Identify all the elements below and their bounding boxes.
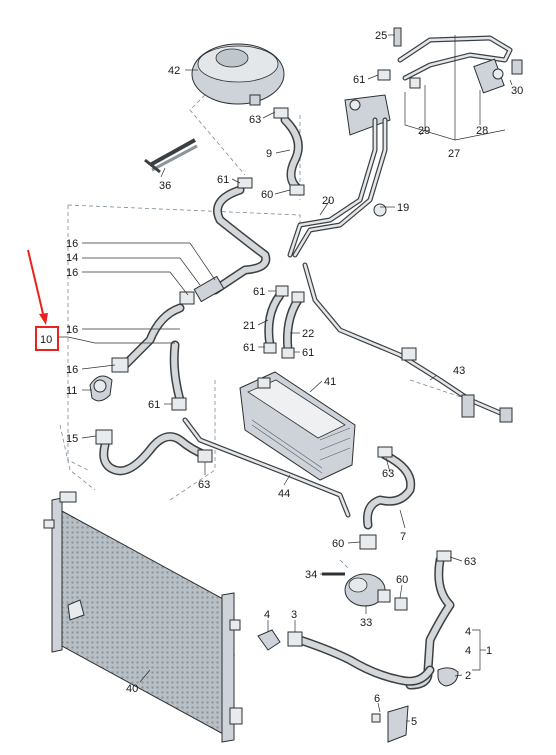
highlight-box bbox=[35, 326, 59, 351]
heat-exchanger-41 bbox=[239, 371, 356, 481]
label-44: 44 bbox=[278, 488, 290, 500]
label-43: 43 bbox=[453, 365, 465, 377]
hose-system-left bbox=[111, 177, 271, 411]
label-4: 4 bbox=[465, 645, 471, 657]
label-63: 63 bbox=[198, 479, 210, 491]
label-4: 4 bbox=[465, 626, 471, 638]
label-7: 7 bbox=[400, 531, 406, 543]
label-41: 41 bbox=[324, 376, 336, 388]
label-33: 33 bbox=[360, 617, 372, 629]
label-16: 16 bbox=[66, 364, 78, 376]
label-15: 15 bbox=[66, 433, 78, 445]
label-2: 2 bbox=[465, 670, 471, 682]
label-6: 6 bbox=[374, 693, 380, 705]
hose-3 bbox=[257, 629, 435, 686]
label-16: 16 bbox=[66, 238, 78, 250]
label-20: 20 bbox=[322, 195, 334, 207]
label-42: 42 bbox=[168, 65, 180, 77]
highlight-arrow bbox=[27, 249, 45, 319]
coolant-expansion-tank bbox=[191, 43, 285, 106]
hose-7 bbox=[359, 446, 416, 550]
label-60: 60 bbox=[261, 189, 273, 201]
label-61: 61 bbox=[243, 342, 255, 354]
coolant-pipe-43 bbox=[302, 262, 513, 423]
label-60: 60 bbox=[332, 538, 344, 550]
highlight-callout: 10 bbox=[27, 249, 59, 351]
label-30: 30 bbox=[511, 85, 523, 97]
radiator-40 bbox=[43, 491, 243, 743]
hose-lower-right bbox=[405, 550, 459, 690]
label-16: 16 bbox=[66, 267, 78, 279]
label-21: 21 bbox=[243, 320, 255, 332]
label-11: 11 bbox=[66, 385, 77, 397]
upper-pipe-assembly bbox=[344, 27, 523, 136]
label-25: 25 bbox=[375, 30, 387, 42]
clamp-60-top bbox=[289, 184, 305, 196]
bracket-5 bbox=[371, 705, 409, 743]
label-5: 5 bbox=[411, 716, 417, 728]
label-22: 22 bbox=[302, 328, 314, 340]
label-61: 61 bbox=[353, 74, 365, 86]
label-10: 10 bbox=[40, 334, 52, 346]
clamp-63-top bbox=[273, 107, 289, 119]
label-14: 14 bbox=[66, 252, 78, 264]
label-63: 63 bbox=[464, 556, 476, 568]
label-16: 16 bbox=[66, 324, 78, 336]
label-63: 63 bbox=[382, 468, 394, 480]
label-1: 1 bbox=[486, 645, 492, 657]
label-29: 29 bbox=[418, 125, 430, 137]
label-40: 40 bbox=[126, 683, 138, 695]
coolant-pump-33 bbox=[322, 572, 408, 611]
label-61: 61 bbox=[148, 399, 160, 411]
label-9: 9 bbox=[266, 148, 272, 160]
label-36: 36 bbox=[159, 180, 171, 192]
connector-11 bbox=[89, 375, 113, 402]
small-hoses-21-22 bbox=[263, 285, 305, 359]
label-60: 60 bbox=[396, 574, 408, 586]
label-3: 3 bbox=[291, 609, 297, 621]
retaining-bracket-36 bbox=[144, 138, 198, 174]
label-61: 61 bbox=[217, 174, 229, 186]
highlight-arrow-head bbox=[39, 313, 48, 325]
label-63: 63 bbox=[249, 114, 261, 126]
label-61: 61 bbox=[302, 347, 314, 359]
label-28: 28 bbox=[476, 125, 488, 137]
hose-9 bbox=[280, 115, 305, 195]
part-labels: 42 63 9 36 61 60 25 61 30 29 28 27 19 20… bbox=[66, 30, 523, 728]
leader-lines bbox=[58, 34, 513, 722]
label-4: 4 bbox=[264, 609, 270, 621]
label-61: 61 bbox=[253, 286, 265, 298]
label-27: 27 bbox=[448, 148, 460, 160]
label-19: 19 bbox=[397, 202, 409, 214]
label-34: 34 bbox=[305, 569, 317, 581]
